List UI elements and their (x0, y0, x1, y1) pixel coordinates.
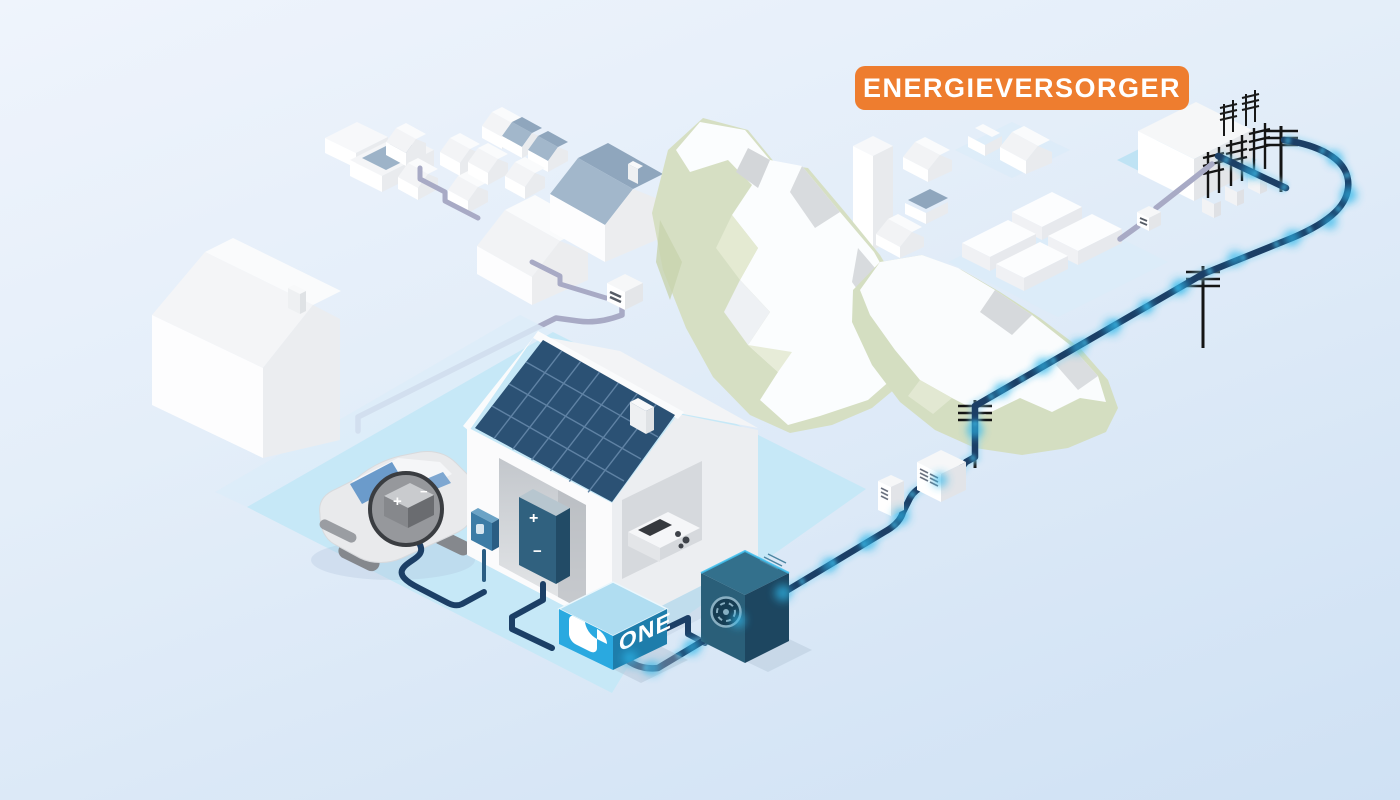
city-block (1048, 214, 1122, 265)
magnifier-plus-label: + (393, 493, 402, 510)
village-cable (529, 259, 609, 301)
village-house (448, 171, 488, 213)
transformer-cabinet-small (878, 475, 904, 516)
battery-magnifier-icon: + − (368, 471, 444, 547)
city-cable (1153, 161, 1215, 211)
city-house (968, 124, 1002, 156)
cable-glow-dots (623, 151, 1357, 675)
city-house (903, 137, 952, 182)
city-district (853, 124, 1122, 291)
electric-car (311, 451, 477, 580)
car-charging-cable (398, 540, 487, 609)
pylon-icon (1219, 90, 1260, 136)
city-block (1012, 192, 1082, 240)
energy-provider-badge-label: ENERGIEVERSORGER (863, 73, 1181, 103)
city-cable (1117, 223, 1141, 242)
heat-pump (700, 549, 812, 672)
car-windshield (350, 462, 404, 504)
kitchen-view (622, 461, 702, 579)
solar-roof (475, 340, 675, 502)
battery-plus-label: + (529, 510, 538, 527)
city-house-blue-roof (905, 189, 948, 224)
car-grille (319, 519, 357, 543)
village-transformer (607, 274, 643, 310)
stove-cooktop (638, 519, 672, 536)
utility-site (1117, 90, 1271, 242)
city-block (996, 242, 1068, 291)
city-house (876, 214, 924, 258)
one-cube: ONE (557, 581, 688, 683)
chimney (288, 285, 306, 314)
left-house (152, 238, 341, 458)
home-battery: + − (519, 489, 570, 584)
village-house (528, 131, 568, 172)
background-village (325, 107, 663, 434)
wallbox (471, 508, 499, 551)
solar-grid (491, 350, 659, 493)
village-house (386, 123, 426, 166)
chimney (630, 398, 654, 434)
village-house (505, 157, 545, 199)
pylon-icon (1202, 123, 1271, 218)
transformer-cabinet-large (917, 450, 966, 502)
energy-provider-badge: ENERGIEVERSORGER (855, 66, 1189, 110)
battery-minus-label: − (533, 543, 542, 560)
village-cable-descent (355, 304, 625, 434)
battery-cable (509, 581, 555, 651)
city-transformer (1137, 206, 1161, 231)
village-house (468, 143, 508, 185)
village-cable (417, 165, 481, 221)
city-house (1000, 126, 1052, 174)
village-house-blue-roof (550, 143, 663, 262)
magnifier-minus-label: − (420, 484, 428, 499)
car-battery-icon: + − (384, 483, 434, 528)
